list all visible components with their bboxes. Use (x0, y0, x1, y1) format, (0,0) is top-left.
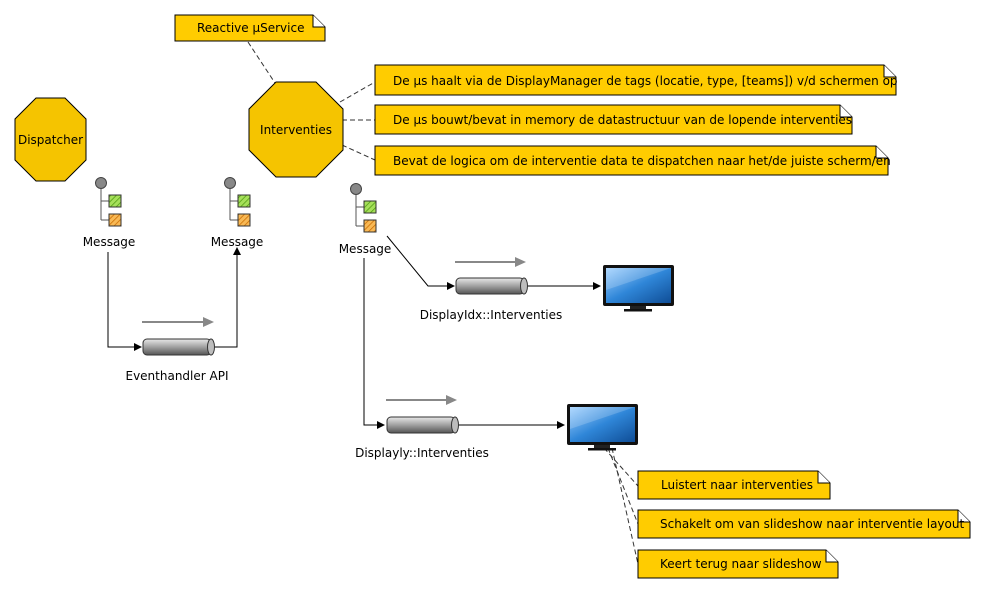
channel-eventhandler: Eventhandler API (125, 317, 229, 383)
note-5: Schakelt om van slideshow naar intervent… (637, 509, 971, 539)
dispatcher-label: Dispatcher (18, 133, 83, 147)
message-label-2: Message (211, 235, 264, 249)
note-4-text: Luistert naar interventies (661, 478, 813, 492)
message-label-1: Message (83, 235, 136, 249)
message-icon-1: Message (83, 177, 136, 249)
channel-displayly-label: Displayly::Interventies (355, 446, 489, 460)
note-6-text: Keert terug naar slideshow (660, 557, 822, 571)
monitor-icon-2 (567, 404, 638, 451)
note-reactive-text: Reactive µService (197, 21, 304, 35)
message-icon-3: Message (339, 183, 392, 256)
note-3-text: Bevat de logica om de interventie data t… (393, 154, 891, 168)
note-1-text: De µs haalt via de DisplayManager de tag… (393, 74, 898, 88)
channel-displayidx: DisplayIdx::Interventies (420, 257, 563, 322)
message-icon-2: Message (211, 177, 264, 249)
channel-eventhandler-label: Eventhandler API (125, 369, 228, 383)
channel-displayidx-label: DisplayIdx::Interventies (420, 308, 563, 322)
dispatcher-node: Dispatcher (14, 97, 87, 182)
note-connectors (247, 41, 639, 565)
note-2-text: De µs bouwt/bevat in memory de datastruc… (393, 113, 852, 127)
interventies-label: Interventies (260, 123, 332, 137)
note-2: De µs bouwt/bevat in memory de datastruc… (374, 104, 853, 135)
note-reactive: Reactive µService (174, 14, 326, 42)
connections (107, 235, 601, 429)
note-6: Keert terug naar slideshow (637, 549, 839, 579)
note-3: Bevat de logica om de interventie data t… (374, 145, 891, 176)
note-1: De µs haalt via de DisplayManager de tag… (374, 64, 898, 96)
channel-displayly: Displayly::Interventies (355, 395, 489, 460)
message-label-3: Message (339, 242, 392, 256)
interventies-node: Interventies (248, 81, 344, 178)
monitor-icon-1 (603, 265, 674, 312)
note-4: Luistert naar interventies (637, 470, 831, 500)
note-5-text: Schakelt om van slideshow naar intervent… (660, 517, 964, 531)
